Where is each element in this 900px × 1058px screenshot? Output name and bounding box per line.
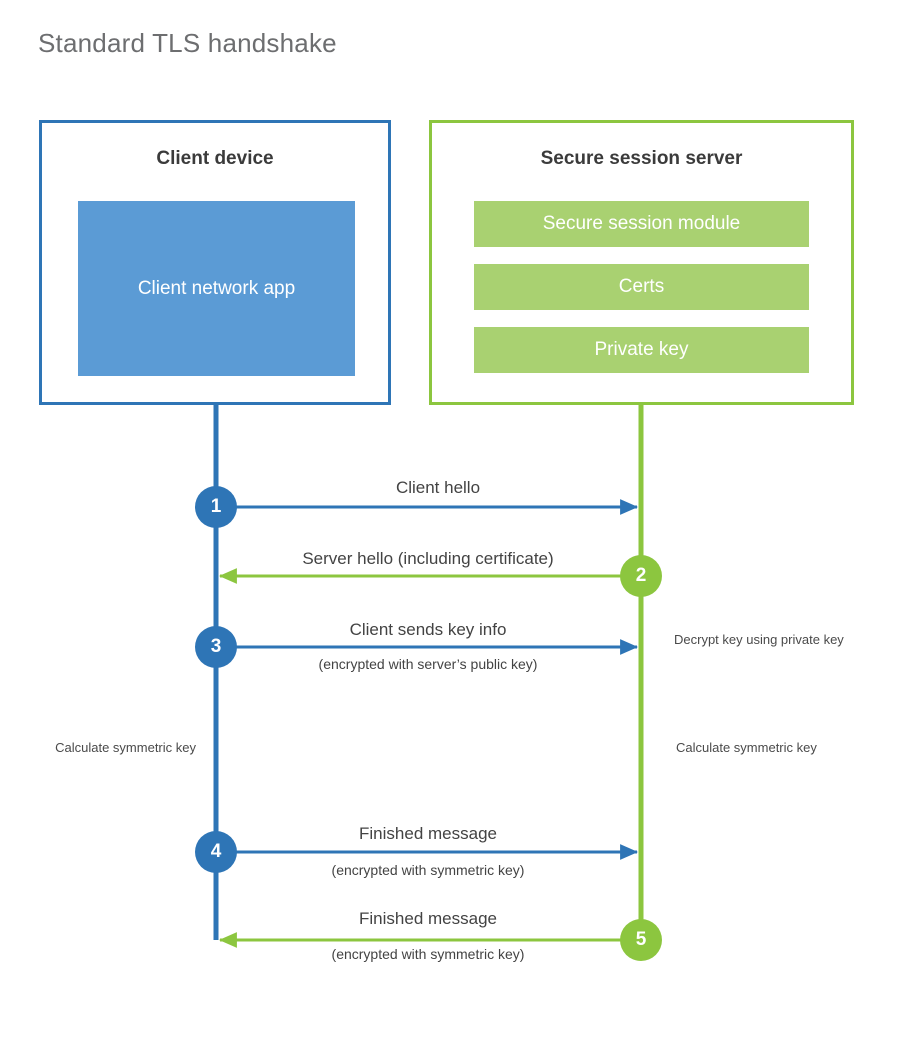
server-block-secure-session-module: Secure session module <box>474 201 809 247</box>
message-label-3: Client sends key info <box>349 620 507 639</box>
client-device-title: Client device <box>156 148 274 169</box>
message-sublabel-5: (encrypted with symmetric key) <box>331 946 525 962</box>
message-sublabel-4: (encrypted with symmetric key) <box>331 862 525 878</box>
step-badge-2: 2 <box>620 555 662 597</box>
secure-session-server-title: Secure session server <box>540 148 743 169</box>
client-device-box: Client device Client network app <box>39 120 391 405</box>
message-label-2: Server hello (including certificate) <box>302 549 554 568</box>
note-client-calculate-symmetric-key: Calculate symmetric key <box>55 740 196 755</box>
server-block-private-key: Private key <box>474 327 809 373</box>
step-badge-1: 1 <box>195 486 237 528</box>
message-sublabel-3: (encrypted with server’s public key) <box>318 656 538 672</box>
note-server-calculate-symmetric-key: Calculate symmetric key <box>676 740 817 755</box>
note-decrypt-key: Decrypt key using private key <box>674 632 844 647</box>
page-title: Standard TLS handshake <box>38 28 337 58</box>
message-label-5: Finished message <box>359 909 497 928</box>
server-block-certs: Certs <box>474 264 809 310</box>
step-badge-4: 4 <box>195 831 237 873</box>
message-label-4: Finished message <box>359 824 497 843</box>
step-badge-3: 3 <box>195 626 237 668</box>
secure-session-server-box: Secure session server Secure session mod… <box>429 120 854 405</box>
message-label-1: Client hello <box>395 478 481 497</box>
step-badge-5: 5 <box>620 919 662 961</box>
client-network-app-block: Client network app <box>78 201 355 376</box>
